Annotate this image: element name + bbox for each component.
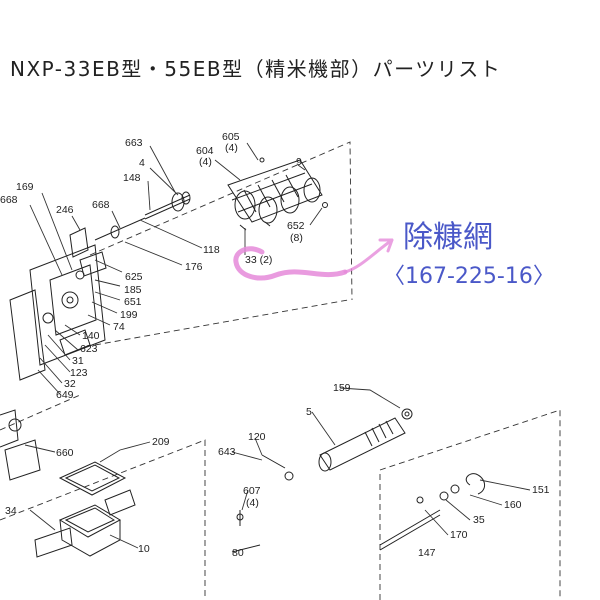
part-label: 151	[532, 484, 550, 496]
part-label: 4	[139, 157, 145, 169]
part-label: 246	[56, 204, 74, 216]
hopper-assembly	[0, 409, 136, 558]
part-label: 74	[113, 321, 125, 333]
part-label: 80	[232, 547, 244, 559]
annotation-japanese: 除糠網	[403, 220, 493, 255]
part-label: 140	[82, 330, 100, 342]
part-label: 34	[5, 505, 17, 517]
part-label: 169	[16, 181, 34, 193]
part-label: (4)	[225, 142, 238, 154]
diagram-title: NXP-33EB型・55EB型（精米機部）パーツリスト	[10, 57, 501, 81]
part-label: 185	[124, 284, 142, 296]
side-frame-plate	[9, 244, 107, 381]
part-label: 623	[80, 343, 98, 355]
part-label: 5	[306, 406, 312, 418]
part-label: (4)	[199, 156, 212, 168]
part-label: 118	[203, 244, 220, 256]
part-label: 33 (2)	[245, 254, 272, 266]
part-label: (4)	[246, 497, 259, 509]
part-label: 32	[64, 378, 76, 390]
highlight-stroke	[233, 246, 348, 281]
leader-lines	[24, 142, 531, 549]
part-label: 10	[138, 543, 150, 555]
part-label: 31	[72, 355, 84, 367]
main-shaft-assembly	[69, 191, 191, 258]
part-label: 35	[473, 514, 485, 526]
highlight-arrow	[343, 238, 394, 274]
part-label: 649	[56, 389, 74, 401]
part-label: 159	[333, 382, 351, 394]
part-labels: 663 605 (4) 604 (4) 4 9 148 169 668 246 …	[0, 131, 550, 559]
milling-roller	[318, 408, 413, 472]
part-label: 607	[243, 485, 261, 497]
small-parts	[231, 454, 485, 553]
part-label: (8)	[290, 232, 303, 244]
part-label: 160	[504, 499, 522, 511]
part-label: 625	[125, 271, 143, 283]
assembly-boundaries	[0, 141, 561, 600]
part-label: 643	[218, 446, 236, 458]
part-label: 147	[418, 547, 436, 559]
part-label: 668	[92, 199, 110, 211]
part-label: 652	[287, 220, 305, 232]
part-label: 604	[196, 145, 214, 157]
part-label: 209	[152, 436, 170, 448]
part-label: 651	[124, 296, 142, 308]
part-label: 199	[120, 309, 138, 321]
part-label: 170	[450, 529, 468, 541]
part-label: 668	[0, 194, 18, 206]
bran-screen-drum	[227, 157, 328, 231]
part-label: 663	[125, 137, 143, 149]
part-label: 9	[296, 156, 302, 168]
annotation-part-number: 〈167-225-16〉	[383, 264, 555, 289]
part-label: 148	[123, 172, 141, 184]
part-label: 123	[70, 367, 88, 379]
part-label: 176	[185, 261, 203, 273]
part-label: 605	[222, 131, 240, 143]
part-label: 120	[248, 431, 266, 443]
part-label: 660	[56, 447, 74, 459]
